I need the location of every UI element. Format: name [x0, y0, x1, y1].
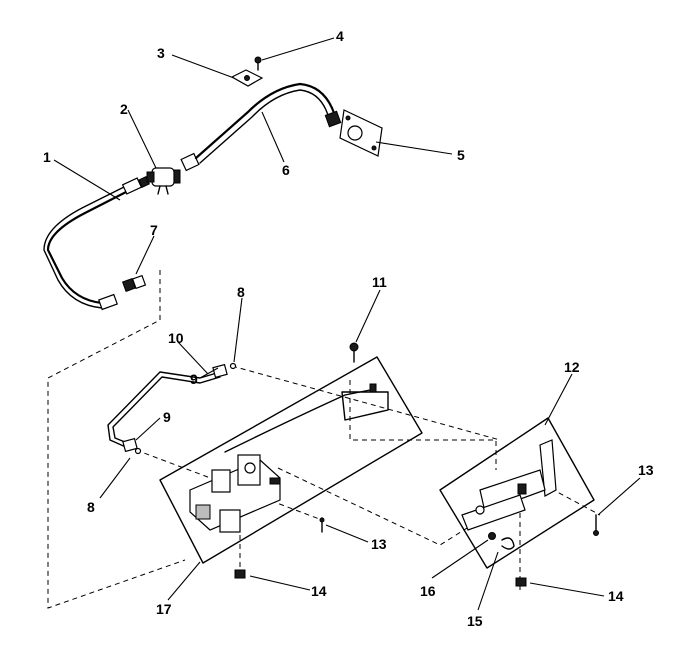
valve-screw	[349, 342, 359, 363]
igniter-bracket-spring	[501, 537, 515, 550]
gas-tube-lower	[43, 176, 150, 311]
valve-bracket-screw	[319, 517, 325, 533]
speed-nut-left	[234, 569, 246, 579]
tube-fitting	[121, 274, 147, 293]
gas-valve-assembly	[159, 356, 423, 564]
callout-14-right: 14	[608, 588, 624, 604]
igniter-bracket-washer	[488, 532, 496, 540]
callout-8-lower: 8	[87, 499, 95, 515]
callout-10: 10	[168, 330, 184, 346]
pressure-regulator	[146, 152, 200, 195]
callout-8-upper: 8	[237, 284, 245, 300]
callout-13-right: 13	[638, 462, 654, 478]
callout-7: 7	[150, 222, 158, 238]
igniter-bracket-assembly	[439, 417, 595, 569]
gas-tube-upper	[194, 82, 342, 164]
callout-4: 4	[336, 28, 344, 44]
callout-14-left: 14	[311, 583, 327, 599]
callout-6: 6	[282, 162, 290, 178]
callout-9-upper: 9	[190, 371, 198, 387]
orifice-mounting-plate	[339, 109, 383, 157]
callout-9-lower: 9	[163, 409, 171, 425]
callout-leaders	[53, 37, 641, 611]
pilot-tube	[107, 362, 237, 455]
speed-nut-right	[515, 577, 527, 587]
callout-labels: 1 2 3 4 5 6 7 8 10 9 9 8 11 12 13 13 14 …	[43, 28, 654, 629]
callout-5: 5	[457, 147, 465, 163]
tube-clamp	[230, 69, 264, 87]
callout-2: 2	[120, 101, 128, 117]
callout-16: 16	[420, 583, 436, 599]
callout-13-left: 13	[371, 536, 387, 552]
callout-1: 1	[43, 149, 51, 165]
clamp-screw	[254, 56, 262, 71]
bracket-screw	[593, 514, 599, 536]
callout-12: 12	[564, 359, 580, 375]
callout-15: 15	[467, 613, 483, 629]
callout-3: 3	[157, 45, 165, 61]
callout-17: 17	[156, 601, 172, 617]
callout-11: 11	[372, 274, 387, 290]
